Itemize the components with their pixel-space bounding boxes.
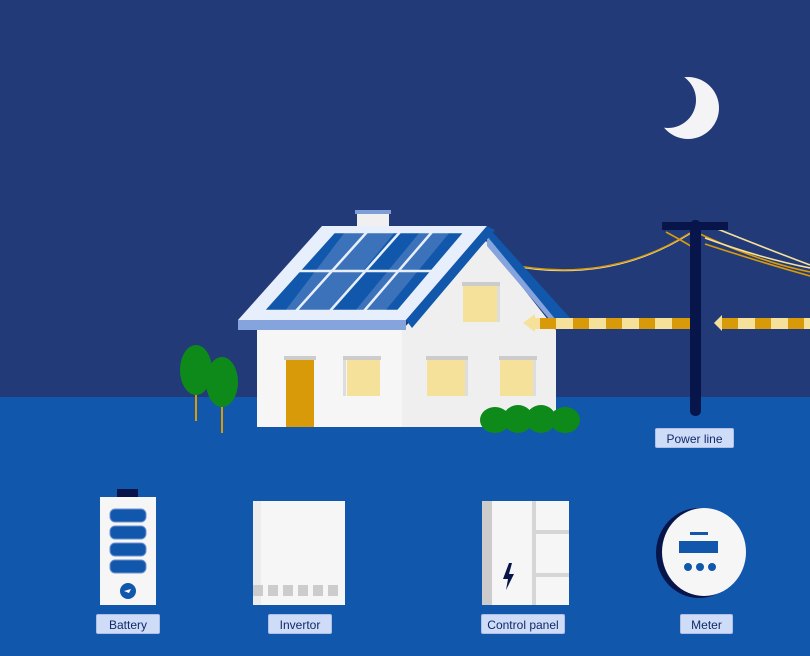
power-wires (485, 227, 810, 277)
power-pole (662, 220, 728, 416)
solar-panel-icon (258, 230, 468, 316)
moon-icon (640, 72, 719, 139)
invertor-unit (253, 501, 345, 605)
control-panel-unit (482, 501, 569, 605)
invertor-label: Invertor (268, 614, 332, 634)
power-line-label: Power line (655, 428, 734, 448)
windows (343, 282, 537, 396)
battery-icon (100, 489, 156, 605)
lightning-bolt-icon (503, 563, 514, 590)
house (238, 210, 570, 427)
meter-icon (656, 508, 746, 598)
trees (180, 345, 238, 433)
energy-flow-arrow (523, 314, 810, 332)
bushes (480, 405, 580, 433)
meter-label: Meter (680, 614, 733, 634)
control-panel-label: Control panel (481, 614, 565, 634)
door (286, 360, 314, 427)
battery-label: Battery (96, 614, 160, 634)
